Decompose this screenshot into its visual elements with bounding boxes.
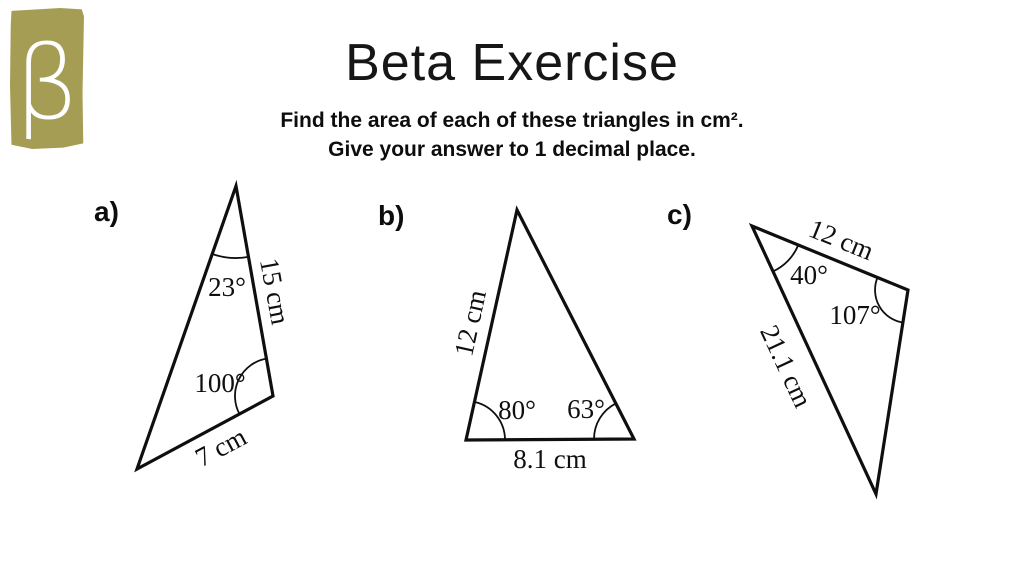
triangle-c: 12 cm 40° 107° 21.1 cm <box>748 213 910 500</box>
question-label-c: c) <box>667 199 692 230</box>
beta-logo: β <box>10 8 84 149</box>
instruction-line-2: Give your answer to 1 decimal place. <box>328 138 696 161</box>
triangle-b-right-angle-arc <box>593 402 617 440</box>
triangle-c-right-angle-arc <box>874 277 904 324</box>
page-title: Beta Exercise <box>345 34 679 92</box>
question-label-b: b) <box>378 200 405 231</box>
triangle-b-outline <box>464 205 637 442</box>
triangle-a-right-angle-label: 100° <box>194 368 245 398</box>
triangle-a-bottom-side-label: 7 cm <box>190 421 251 472</box>
instruction-line-1: Find the area of each of these triangles… <box>280 109 744 132</box>
triangle-b-bottom-side-label: 8.1 cm <box>513 444 587 474</box>
triangle-b: 12 cm 80° 63° 8.1 cm <box>448 205 637 474</box>
triangle-b-left-angle-arc <box>474 401 506 440</box>
triangle-a: 23° 100° 15 cm 7 cm <box>134 179 296 473</box>
instructions: Find the area of each of these triangles… <box>0 106 1024 164</box>
triangle-a-apex-angle-arc <box>211 253 249 259</box>
triangle-b-left-angle-label: 80° <box>498 395 536 425</box>
triangle-c-right-angle-label: 107° <box>829 300 880 330</box>
triangle-c-outline <box>748 222 910 500</box>
triangle-a-right-angle-arc <box>234 357 267 415</box>
triangle-a-outline <box>134 179 275 473</box>
question-label-a: a) <box>94 196 119 227</box>
triangle-c-left-side-label: 21.1 cm <box>754 320 818 412</box>
triangle-c-top-angle-label: 40° <box>790 260 828 290</box>
beta-symbol: β <box>14 23 80 143</box>
triangle-c-top-angle-arc <box>772 244 800 273</box>
triangle-a-apex-angle-label: 23° <box>208 272 246 302</box>
triangle-c-top-side-label: 12 cm <box>805 213 878 266</box>
triangle-b-right-angle-label: 63° <box>567 394 605 424</box>
